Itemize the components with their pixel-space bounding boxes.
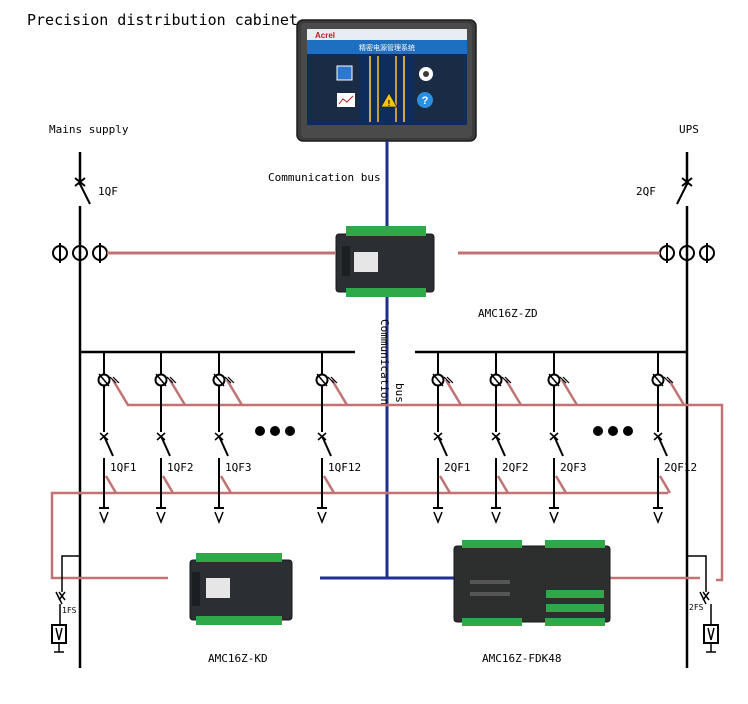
- chart-icon: [337, 93, 355, 107]
- branch-label-right-3: 2QF3: [560, 461, 587, 474]
- comm-bus-vertical-label: Communication: [378, 319, 391, 405]
- branch-circuits: 1QF1 1QF2 1QF3 1QF12 2QF1 2QF2 2QF3 2QF12: [97, 352, 697, 525]
- branch-left-3: 1QF3: [212, 352, 252, 525]
- left-ellipsis: [255, 426, 295, 436]
- amc16z-fdk48-device: [453, 540, 611, 626]
- fuse-1fs: [51, 555, 80, 653]
- svg-text:!: !: [388, 99, 391, 108]
- amc16z-zd-device: [335, 226, 435, 297]
- right-ellipsis: [593, 426, 633, 436]
- branch-label-left-4: 1QF12: [328, 461, 361, 474]
- branch-label-right-2: 2QF2: [502, 461, 529, 474]
- communication-bus: [320, 141, 455, 580]
- branch-label-right-4: 2QF12: [664, 461, 697, 474]
- help-icon: [417, 92, 433, 108]
- branch-left-4: 1QF12: [315, 352, 361, 525]
- branch-right-1: 2QF1: [431, 352, 471, 525]
- branch-label-right-1: 2QF1: [444, 461, 471, 474]
- mains-supply-label: Mains supply: [49, 123, 129, 136]
- branch-signal-loop-upper: [111, 379, 724, 582]
- amc16z-kd-device: [189, 553, 293, 625]
- comm-bus-vertical-label-2: bus: [393, 383, 406, 403]
- fuse-1fs-label: 1FS: [62, 606, 77, 615]
- fuse-2fs-label: 2FS: [689, 603, 704, 612]
- device-label-fdk48: AMC16Z-FDK48: [482, 652, 561, 665]
- branch-label-left-1: 1QF1: [110, 461, 137, 474]
- device-label-zd: AMC16Z-ZD: [478, 307, 538, 320]
- breaker-1qf-label: 1QF: [98, 185, 118, 198]
- mains-incoming-line: [74, 152, 91, 668]
- hmi-screen-caption: 精密电源管理系统: [359, 43, 415, 52]
- branch-right-3: 2QF3: [547, 352, 587, 525]
- comm-bus-label: Communication bus: [268, 171, 381, 184]
- fuse-2fs: [687, 555, 719, 653]
- branch-label-left-3: 1QF3: [225, 461, 252, 474]
- breaker-2qf-label: 2QF: [636, 185, 656, 198]
- branch-left-2: 1QF2: [154, 352, 194, 525]
- branch-left-1: 1QF1: [97, 352, 137, 525]
- ups-label: UPS: [679, 123, 699, 136]
- diagram-title: Precision distribution cabinet: [27, 11, 298, 29]
- branch-signal-loop-lower: [50, 475, 672, 580]
- branch-right-4: 2QF12: [651, 352, 697, 525]
- warning-icon: [380, 92, 398, 108]
- monitor-icon: [336, 65, 353, 81]
- branch-label-left-2: 1QF2: [167, 461, 194, 474]
- acrel-logo: Acrel: [315, 31, 335, 40]
- svg-text:?: ?: [422, 95, 429, 107]
- hmi-touch-screen: Acrel 精密电源管理系统 ! ?: [296, 19, 477, 142]
- device-label-kd: AMC16Z-KD: [208, 652, 268, 665]
- branch-right-2: 2QF2: [489, 352, 529, 525]
- mains-current-transformers: [52, 243, 108, 263]
- ups-incoming-line: [676, 152, 693, 668]
